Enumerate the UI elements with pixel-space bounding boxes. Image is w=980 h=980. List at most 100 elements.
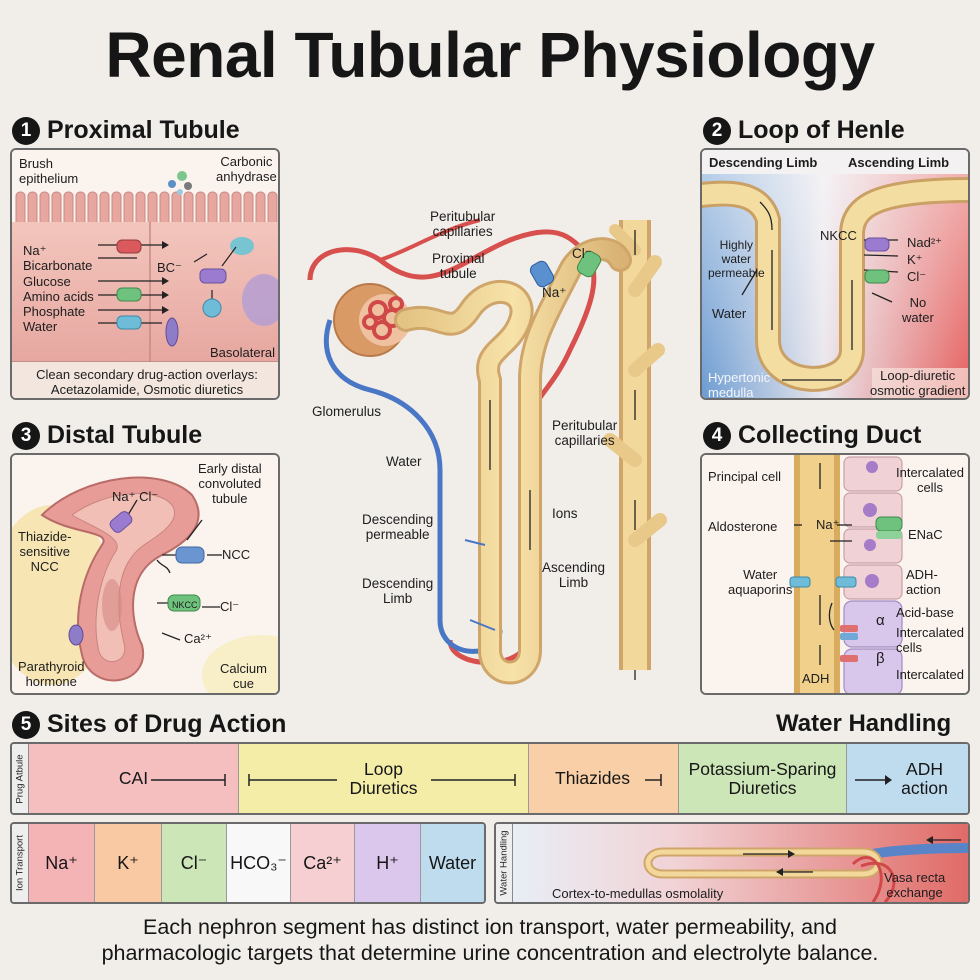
carbonic-anhydrase-label: Carbonic anhydrase bbox=[216, 154, 277, 184]
nephron-illustration bbox=[307, 218, 667, 685]
section-title: Sites of Drug Action bbox=[47, 710, 287, 738]
aldosterone-label: Aldosterone bbox=[708, 519, 778, 534]
water-label: Water bbox=[23, 319, 58, 334]
drug-cell-label: ADH action bbox=[901, 758, 948, 798]
calcium-cue-label: Calcium cue bbox=[220, 661, 267, 691]
collecting-duct-panel: Principal cell Intercalated cells Aldost… bbox=[700, 453, 970, 695]
intercalated-cells-label-1: Intercalated cells bbox=[896, 465, 964, 495]
highly-permeable-label: Highly water permeable bbox=[708, 238, 765, 280]
ion-cell-label: H⁺ bbox=[376, 852, 399, 873]
ion-cell-h[interactable]: H⁺ bbox=[355, 824, 421, 902]
hypertonic-label: Hypertonic medulla bbox=[708, 370, 771, 400]
water-handling-heading: Water Handling bbox=[776, 710, 951, 738]
ion-cell-cl[interactable]: Cl⁻ bbox=[162, 824, 227, 902]
proximal-tubule-panel: Brush epithelium Carbonic anhydrase Na⁺ … bbox=[10, 148, 280, 400]
distal-tubule-illustration bbox=[12, 455, 278, 693]
loop-inhibit-arrow-icon bbox=[248, 774, 516, 786]
nacl-label: Na⁺ Cl⁻ bbox=[112, 489, 159, 504]
henle-water-label: Water bbox=[712, 306, 747, 321]
bc-label: BC⁻ bbox=[157, 260, 182, 275]
ion-transport-row: Ion Transport Na⁺ K⁺ Cl⁻ HCO₃⁻ Ca²⁺ H⁺ W… bbox=[10, 822, 486, 904]
collecting-duct-illustration bbox=[702, 455, 968, 693]
section-number: 1 bbox=[12, 116, 40, 145]
ion-cell-label: Na⁺ bbox=[45, 852, 78, 873]
phosphate-label: Phosphate bbox=[23, 304, 86, 319]
peritubular-capillaries-label-2: Peritubular capillaries bbox=[552, 418, 618, 448]
intercalated-cells-label-2: Intercalated cells bbox=[896, 625, 964, 655]
drug-cell-label: CAI bbox=[118, 768, 149, 788]
nephron-water-label: Water bbox=[386, 454, 422, 469]
drug-cell-thiazides[interactable]: Thiazides bbox=[529, 744, 679, 813]
beta-label: β bbox=[876, 650, 885, 667]
descending-permeable-label: Descending permeable bbox=[362, 512, 434, 542]
section-4-heading: 4 Collecting Duct bbox=[703, 421, 921, 450]
ascending-limb-center-label: Ascending Limb bbox=[542, 560, 606, 590]
section-number: 2 bbox=[703, 116, 731, 145]
section-title: Water Handling bbox=[776, 710, 952, 737]
drug-cell-potassium-sparing[interactable]: Potassium-Sparing Diuretics bbox=[679, 744, 847, 813]
loop-of-henle-illustration bbox=[702, 150, 968, 398]
proximal-caption: Clean secondary drug-action overlays: Ac… bbox=[36, 367, 258, 397]
intercalated-label-3: Intercalated bbox=[896, 667, 964, 682]
drug-cell-cai[interactable]: CAI bbox=[29, 744, 239, 813]
k-label: K⁺ bbox=[907, 252, 923, 267]
ion-cell-label: HCO₃⁻ bbox=[230, 852, 287, 873]
collecting-na-label: Na⁺ bbox=[816, 517, 840, 532]
ion-row-side-text: Ion Transport bbox=[14, 835, 26, 891]
section-number: 3 bbox=[12, 421, 40, 450]
page-title: Renal Tubular Physiology bbox=[105, 19, 875, 91]
proximal-tubule-label: Proximal tubule bbox=[432, 251, 485, 281]
nephron-cl-label: Cl⁻ bbox=[572, 246, 592, 261]
na-label: Na⁺ bbox=[23, 243, 47, 258]
ion-cell-label: Water bbox=[428, 852, 477, 873]
distal-tubule-panel: Early distal convoluted tubule Na⁺ Cl⁻ T… bbox=[10, 453, 280, 695]
distal-cl-label: Cl⁻ bbox=[220, 599, 240, 614]
peritubular-capillaries-label-1: Peritubular capillaries bbox=[430, 209, 496, 239]
brush-epithelium-label: Brush epithelium bbox=[19, 156, 79, 186]
section-2-heading: 2 Loop of Henle bbox=[703, 116, 905, 145]
section-1-heading: 1 Proximal Tubule bbox=[12, 116, 240, 145]
section-title: Proximal Tubule bbox=[47, 116, 240, 144]
ion-cell-ca[interactable]: Ca²⁺ bbox=[291, 824, 355, 902]
drug-row-side-text: Prug Atbule bbox=[14, 753, 26, 804]
loop-of-henle-panel: Descending Limb Ascending Limb Highly wa… bbox=[700, 148, 970, 400]
ion-cell-label: K⁺ bbox=[117, 852, 139, 873]
ion-cell-k[interactable]: K⁺ bbox=[95, 824, 162, 902]
section-number: 4 bbox=[703, 421, 731, 450]
ion-cell-na[interactable]: Na⁺ bbox=[29, 824, 95, 902]
early-distal-label: Early distal convoluted tubule bbox=[198, 461, 262, 506]
water-row-side-label: Water Handling bbox=[496, 824, 513, 902]
vasa-recta-illustration bbox=[513, 824, 968, 902]
water-handling-row: Water Handling Cortex-to-medullas osmola… bbox=[494, 822, 970, 904]
nkcc-small-label: NKCC bbox=[172, 600, 198, 610]
ion-row-side-label: Ion Transport bbox=[12, 824, 29, 902]
drug-cell-label: Loop Diuretics bbox=[349, 758, 418, 798]
drug-cell-label: Potassium-Sparing Diuretics bbox=[688, 758, 837, 798]
section-title: Distal Tubule bbox=[47, 421, 203, 449]
ascending-limb-label: Ascending Limb bbox=[848, 155, 950, 170]
descending-limb-center-label: Descending Limb bbox=[362, 576, 434, 606]
enac-label: ENaC bbox=[908, 527, 943, 542]
section-5-heading: 5 Sites of Drug Action bbox=[12, 710, 286, 739]
water-aquaporins-label: Water aquaporins bbox=[728, 567, 793, 597]
drug-cell-adh-action[interactable]: ADH action bbox=[847, 744, 968, 813]
osmolality-label: Cortex-to-medullas osmolality bbox=[552, 886, 724, 901]
principal-cell-label: Principal cell bbox=[708, 469, 781, 484]
acid-base-label: Acid-base bbox=[896, 605, 954, 620]
adh-arrow-icon bbox=[855, 775, 892, 785]
descending-limb-label: Descending Limb bbox=[709, 155, 818, 170]
nkcc-label: NKCC bbox=[820, 228, 857, 243]
cl-label: Cl⁻ bbox=[907, 269, 927, 284]
basolateral-label: Basolateral bbox=[210, 345, 276, 360]
loop-gradient-label: Loop-diuretic osmotic gradient bbox=[870, 368, 966, 398]
proximal-tubule-illustration bbox=[12, 150, 278, 398]
section-3-heading: 3 Distal Tubule bbox=[12, 421, 202, 450]
adh-action-label: ADH- action bbox=[906, 567, 941, 597]
ncc-label: NCC bbox=[222, 547, 251, 562]
thiazide-ncc-label: Thiazide- sensitive NCC bbox=[18, 529, 72, 574]
drug-cell-loop-diuretics[interactable]: Loop Diuretics bbox=[239, 744, 529, 813]
ion-cell-hco3[interactable]: HCO₃⁻ bbox=[227, 824, 291, 902]
ion-cell-water[interactable]: Water bbox=[421, 824, 484, 902]
section-number: 5 bbox=[12, 710, 40, 739]
alpha-label: α bbox=[876, 612, 885, 629]
